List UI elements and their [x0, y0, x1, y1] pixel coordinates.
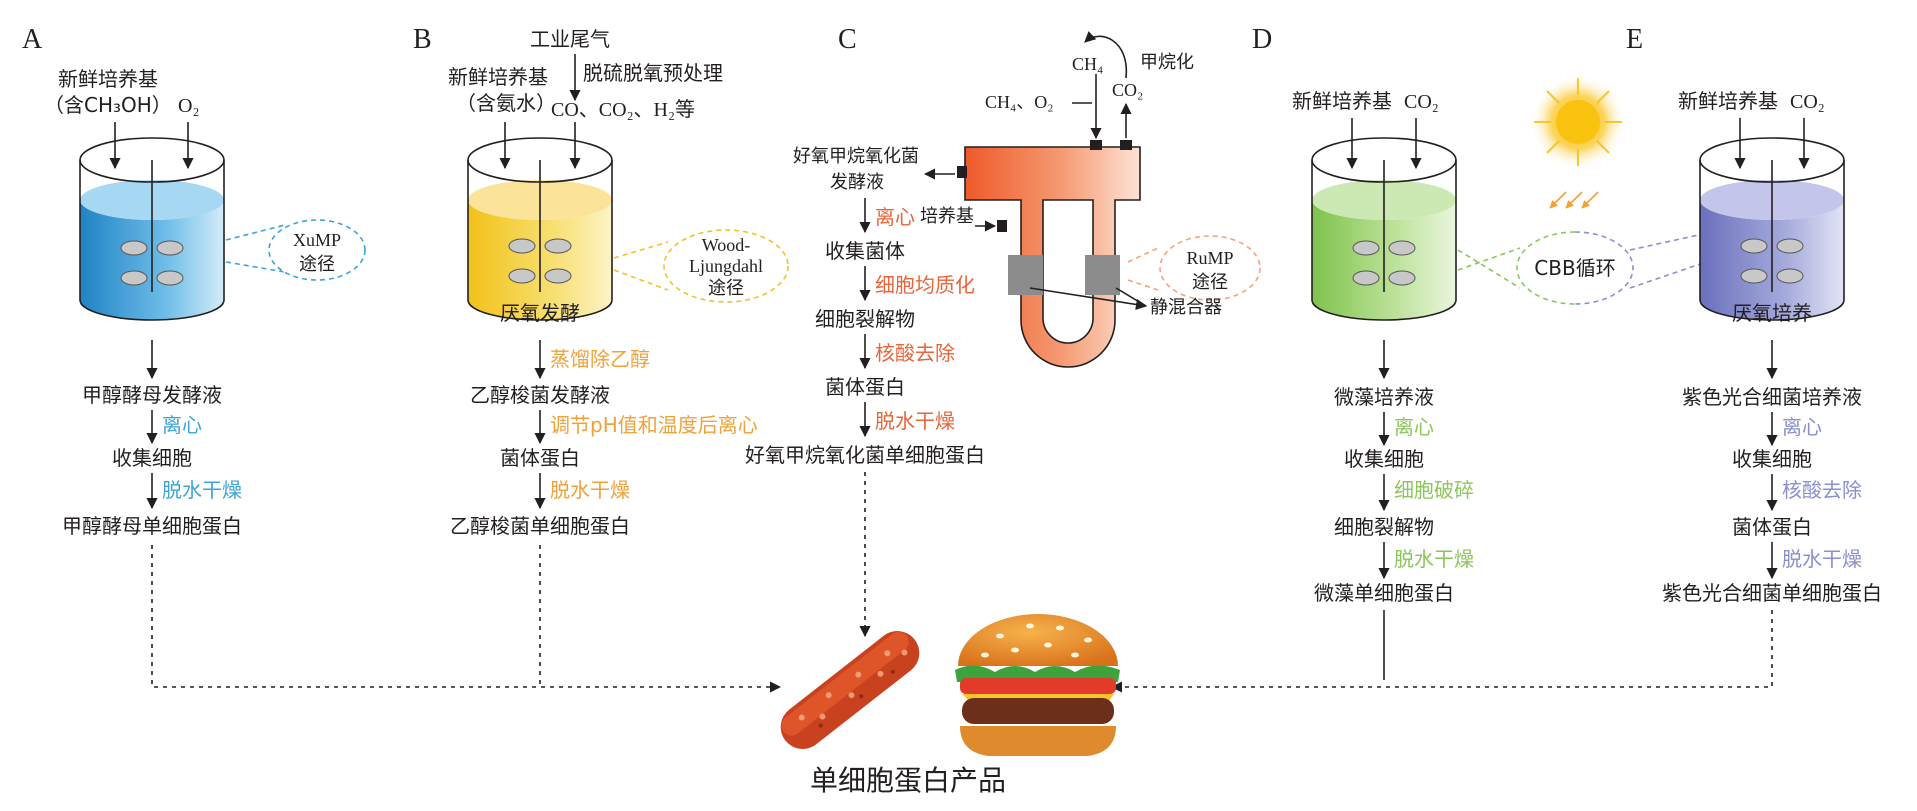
panel-c-gas-in: CH₄、O₂	[985, 92, 1054, 112]
panel-c-process-2: 细胞均质化	[875, 273, 975, 297]
panel-e-process-1: 离心	[1782, 415, 1822, 439]
panel-a-gas-input: O₂	[178, 95, 199, 117]
panel-a-step-3: 甲醇酵母单细胞蛋白	[62, 514, 242, 538]
panel-e-process-3: 脱水干燥	[1782, 547, 1862, 571]
panel-e: E 新鲜培养基 CO₂ 厌氧培养 紫色光合细菌培养液 离心 收集细胞 核酸去除 …	[1626, 24, 1882, 605]
panel-b-pathway-line1: Wood-	[702, 235, 751, 255]
product-label: 单细胞蛋白产品	[810, 764, 1006, 797]
panel-d-process-2: 细胞破碎	[1394, 478, 1474, 502]
panel-a-medium-line2: （含CH₃OH）	[44, 93, 172, 117]
panel-c-ch4-top: CH₄	[1072, 54, 1103, 74]
panel-c-broth-line1: 好氧甲烷氧化菌	[793, 146, 919, 167]
panel-c-step-3: 菌体蛋白	[825, 375, 905, 399]
panel-b-step-2: 菌体蛋白	[500, 446, 580, 470]
panel-e-process-2: 核酸去除	[1782, 478, 1862, 502]
panel-c-mixer: 静混合器	[1150, 297, 1222, 318]
panel-c: C CH₄ CO₂ 甲烷化 CH₄、O₂ 好氧甲烷氧化菌 发酵液 培养基 RuM…	[745, 24, 1261, 467]
panel-letter-c: C	[838, 24, 857, 55]
bioreactor-a	[79, 137, 225, 321]
product-connectors	[151, 472, 1773, 693]
rump-pathway-bubble	[1159, 235, 1261, 301]
panel-d-medium: 新鲜培养基	[1292, 89, 1392, 113]
bioreactor-e: 厌氧培养	[1699, 137, 1845, 325]
bioreactor-b: 厌氧发酵	[467, 137, 613, 325]
panel-c-step-2: 细胞裂解物	[815, 307, 915, 331]
panel-b-gas-input: CO、CO₂、H₂等	[551, 98, 695, 121]
panel-d-step-4: 微藻单细胞蛋白	[1314, 581, 1454, 605]
bioreactor-d	[1311, 137, 1457, 321]
panel-c-broth-line2: 发酵液	[830, 172, 884, 193]
panel-d-pathway: CBB循环	[1534, 256, 1615, 280]
panel-b-pathway-line3: 途径	[708, 278, 744, 299]
panel-b-vessel-label: 厌氧发酵	[500, 301, 580, 325]
panel-b-pretreatment: 脱硫脱氧预处理	[583, 61, 723, 85]
panel-d: D 新鲜培养基 CO₂ CBB循环 微藻培养液 离心 收集细胞	[1252, 24, 1713, 605]
panel-a-process-2: 脱水干燥	[162, 478, 242, 502]
panel-b-medium-line2: （含氨水）	[456, 91, 556, 115]
panel-c-methanation: 甲烷化	[1140, 52, 1194, 73]
panel-d-step-1: 微藻培养液	[1334, 385, 1434, 409]
panel-e-vessel-label: 厌氧培养	[1732, 301, 1812, 325]
hamburger-icon	[955, 614, 1120, 756]
panel-e-medium: 新鲜培养基	[1678, 89, 1778, 113]
panel-letter-e: E	[1626, 24, 1643, 55]
panel-b-step-1: 乙醇梭菌发酵液	[470, 383, 610, 407]
panel-a-process-1: 离心	[162, 413, 202, 437]
panel-e-step-1: 紫色光合细菌培养液	[1682, 385, 1862, 409]
panel-d-process-1: 离心	[1394, 415, 1434, 439]
panel-c-process-1: 离心	[875, 205, 915, 229]
panel-b-process-1: 蒸馏除乙醇	[550, 347, 650, 371]
panel-a: A 新鲜培养基 （含CH₃OH） O₂ XuMP 途径 甲醇酵母发酵液 离心	[22, 24, 366, 538]
panel-a-pathway-line2: 途径	[299, 254, 335, 275]
panel-c-process-3: 核酸去除	[875, 341, 955, 365]
panel-a-medium-line1: 新鲜培养基	[58, 67, 158, 91]
u-loop-reactor	[957, 140, 1141, 368]
panel-a-pathway-line1: XuMP	[293, 230, 341, 250]
panel-a-step-1: 甲醇酵母发酵液	[82, 383, 222, 407]
panel-c-process-4: 脱水干燥	[875, 409, 955, 433]
panel-d-step-3: 细胞裂解物	[1334, 515, 1434, 539]
panel-a-step-2: 收集细胞	[112, 446, 192, 470]
panel-d-gas-input: CO₂	[1404, 91, 1439, 113]
panel-b-gas-source: 工业尾气	[530, 27, 610, 51]
panel-b-step-3: 乙醇梭菌单细胞蛋白	[450, 514, 630, 538]
panel-c-co2-top: CO₂	[1112, 80, 1143, 100]
panel-b-process-3: 脱水干燥	[550, 478, 630, 502]
panel-c-pathway-line1: RuMP	[1186, 248, 1233, 268]
panel-e-step-2: 收集细胞	[1732, 447, 1812, 471]
sun-icon	[1530, 74, 1626, 209]
panel-b-pathway-line2: Ljungdahl	[689, 256, 763, 276]
panel-letter-d: D	[1252, 24, 1272, 55]
panel-e-gas-input: CO₂	[1790, 91, 1825, 113]
panel-letter-a: A	[22, 24, 43, 55]
panel-letter-b: B	[413, 24, 432, 55]
wood-ljungdahl-pathway-bubble	[663, 229, 789, 303]
panel-c-pathway-line2: 途径	[1192, 272, 1228, 293]
panel-c-step-4: 好氧甲烷氧化菌单细胞蛋白	[745, 443, 985, 467]
panel-e-step-4: 紫色光合细菌单细胞蛋白	[1662, 581, 1882, 605]
panel-b-process-2: 调节pH值和温度后离心	[550, 413, 758, 437]
xump-pathway-bubble	[268, 219, 366, 281]
panel-d-step-2: 收集细胞	[1344, 447, 1424, 471]
panel-c-medium: 培养基	[920, 206, 974, 227]
panel-b: B 工业尾气 脱硫脱氧预处理 新鲜培养基 （含氨水） CO、CO₂、H₂等 厌氧…	[413, 24, 789, 538]
sausage-icon	[780, 631, 920, 749]
panel-c-step-1: 收集菌体	[825, 239, 905, 263]
panel-b-medium-line1: 新鲜培养基	[448, 65, 548, 89]
panel-d-process-3: 脱水干燥	[1394, 547, 1474, 571]
panel-e-step-3: 菌体蛋白	[1732, 515, 1812, 539]
